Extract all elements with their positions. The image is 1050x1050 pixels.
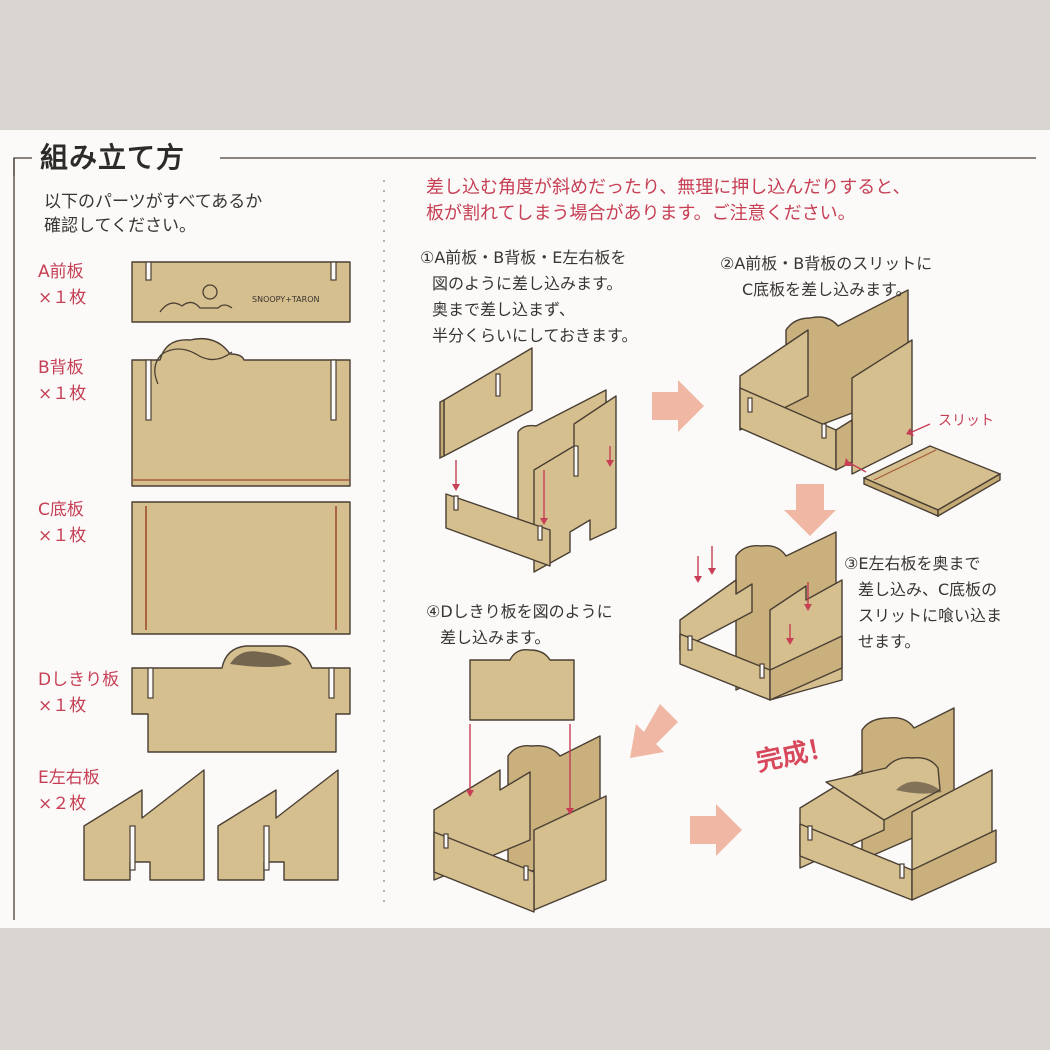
check-note-line2: 確認してください。	[44, 216, 196, 236]
step2-diagram	[739, 289, 1001, 518]
arrow-right-4	[690, 804, 742, 856]
step3-line4: せます。	[858, 632, 921, 651]
part-d-label: Dしきり板	[38, 670, 120, 690]
arrow-down-2	[784, 484, 836, 536]
part-b-count: ×１枚	[38, 384, 87, 404]
arrow-right-1	[652, 380, 704, 432]
step4-diagram	[433, 649, 607, 913]
warning-line2: 板が割れてしまう場合があります。ご注意ください。	[426, 203, 856, 224]
part-c-label: C底板	[38, 500, 84, 520]
sleeping-cat-print-icon	[159, 301, 233, 313]
sleeping-snoopy-icon	[230, 651, 292, 667]
warning-line1: 差し込む角度が斜めだったり、無理に押し込んだりすると、	[426, 177, 911, 198]
part-c-count: ×１枚	[38, 526, 87, 546]
part-b-back-board	[131, 337, 351, 487]
part-e-label: E左右板	[38, 768, 100, 788]
part-b-label: B背板	[38, 358, 84, 378]
step3-line2: 差し込み、C底板の	[858, 580, 998, 599]
step1-line1: ①A前板・B背板・E左右板を	[420, 248, 627, 267]
part-d-count: ×１枚	[38, 696, 87, 716]
cat-outline-icon	[154, 348, 233, 385]
slit-label: スリット	[938, 413, 994, 429]
part-a-count: ×１枚	[38, 288, 87, 308]
part-a-print: SNOOPY+TARON	[252, 295, 320, 304]
step4-line2: 差し込みます。	[440, 628, 551, 647]
step1-line3: 奥まで差し込まず、	[432, 300, 575, 319]
step3-diagram	[679, 531, 843, 701]
part-c-bottom-board	[131, 501, 351, 635]
frame-corner-left	[13, 157, 32, 176]
part-d-divider-board	[131, 645, 351, 753]
step4-line1: ④Dしきり板を図のように	[426, 602, 613, 621]
snoopy-face-icon	[202, 284, 218, 300]
completed-box-diagram	[799, 707, 997, 901]
step2-line1: ②A前板・B背板のスリットに	[720, 254, 933, 273]
arrow-down-left-3	[630, 704, 678, 758]
step1-line4: 半分くらいにしておきます。	[432, 326, 638, 345]
step3-line1: ③E左右板を奥まで	[844, 554, 981, 573]
step1-line2: 図のように差し込みます。	[432, 274, 623, 293]
step2-line2: C底板を差し込みます。	[742, 280, 912, 299]
check-note-line1: 以下のパーツがすべてあるか	[44, 192, 263, 212]
step3-line3: スリットに喰い込ま	[858, 606, 1003, 625]
page-title: 組み立て方	[40, 141, 186, 174]
part-e-side-boards	[83, 769, 339, 881]
part-a-label: A前板	[38, 262, 84, 282]
part-e-count: ×２枚	[38, 794, 87, 814]
part-a-front-board	[131, 261, 351, 323]
step1-diagram	[439, 347, 617, 573]
